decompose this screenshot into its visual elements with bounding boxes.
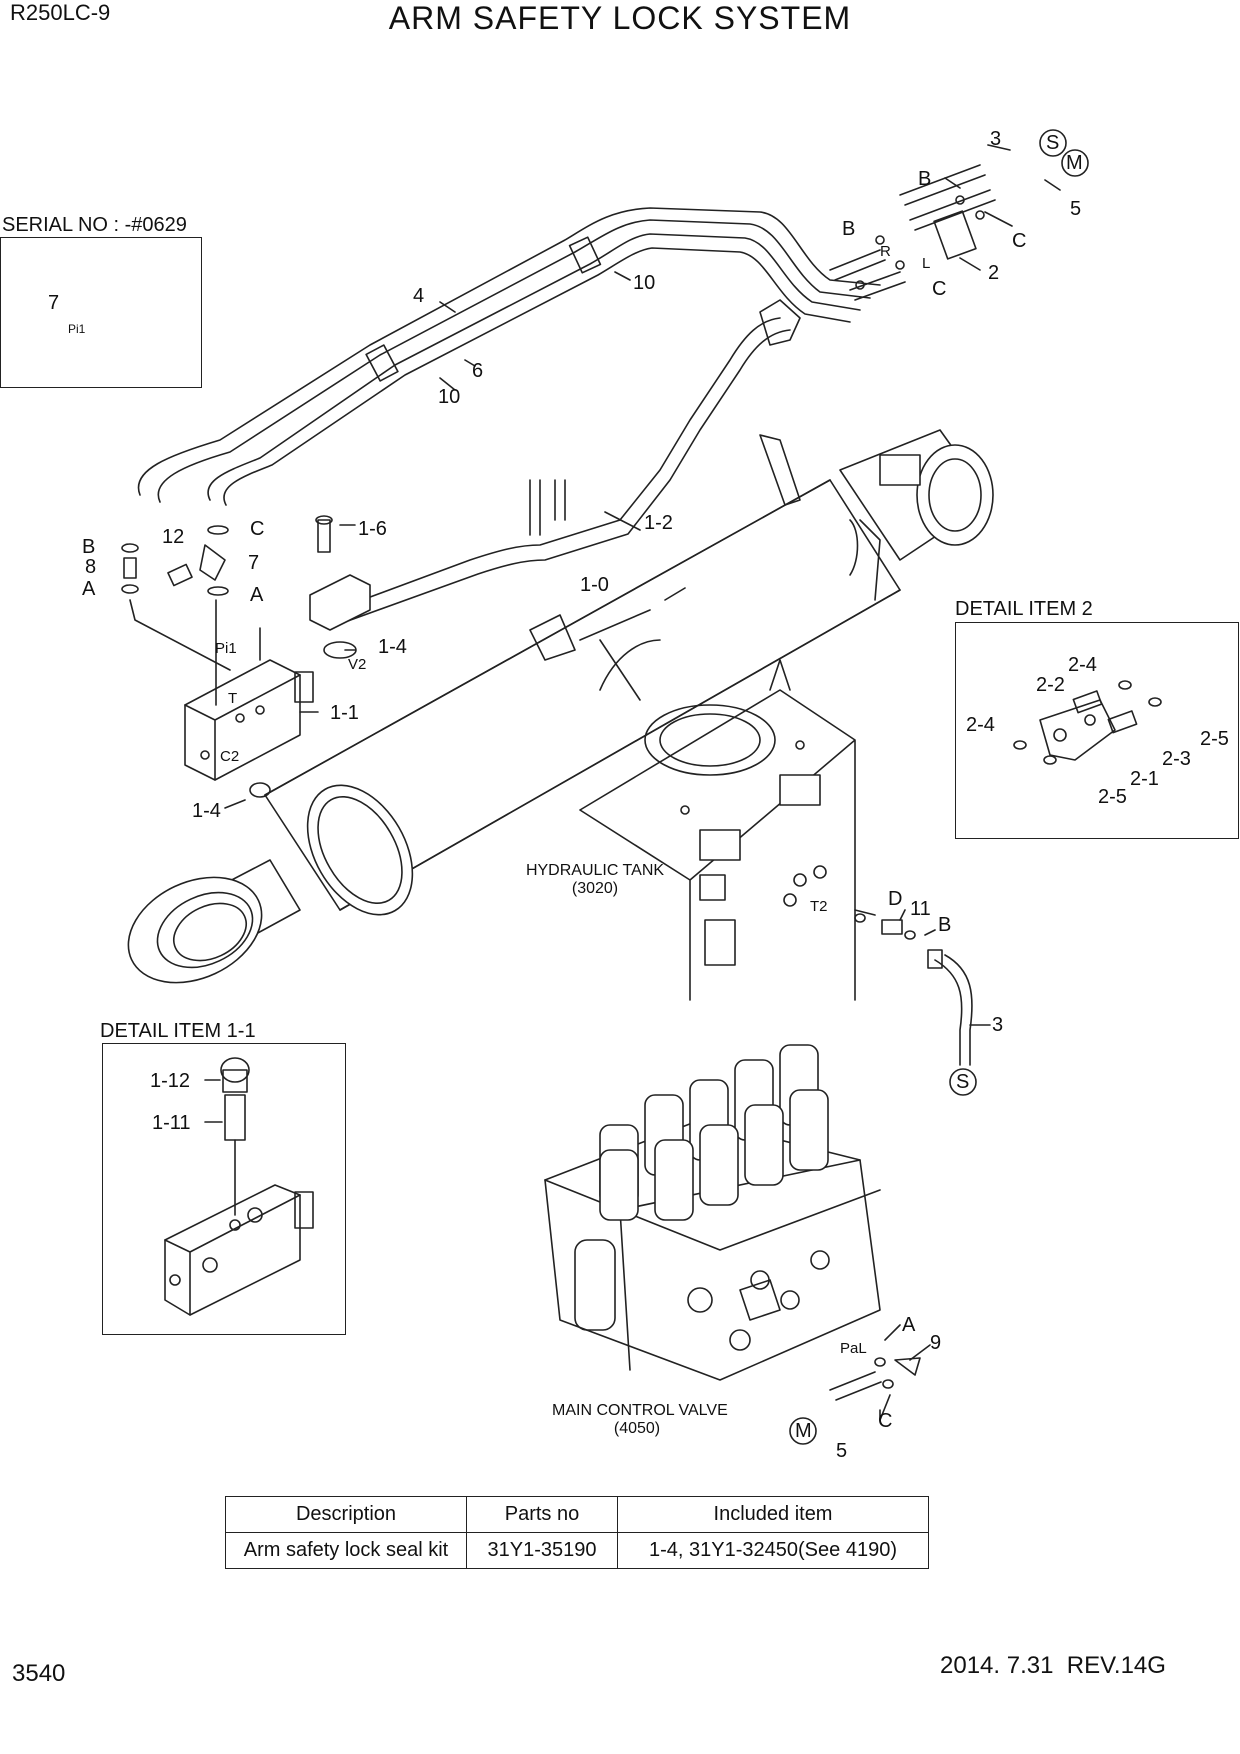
detail-2-callout-1: 2-4	[1068, 654, 1097, 676]
model-label: R250LC-9	[10, 0, 111, 25]
callout-a-left: A	[82, 578, 96, 600]
hydraulic-tank-name: HYDRAULIC TANK	[525, 862, 665, 879]
port-t2: T2	[810, 898, 828, 915]
callout-b-right: B	[938, 914, 952, 936]
detail-2-callout-3: 2-4	[966, 714, 995, 736]
detail-2-callout-5: 2-3	[1162, 748, 1191, 770]
callout-b-top1: B	[918, 168, 932, 190]
callout-s-top: S	[1046, 132, 1060, 154]
parts-table-header: Description Parts no Included item	[225, 1496, 929, 1533]
callout-3-top: 3	[990, 128, 1002, 150]
callout-10-b: 10	[438, 386, 461, 408]
callout-1-2: 1-2	[644, 512, 673, 534]
callout-c-bottom: C	[878, 1410, 893, 1432]
detail-2-frame	[955, 622, 1239, 839]
port-l: L	[922, 255, 931, 272]
callout-7: 7	[248, 552, 260, 574]
callout-c-top2: C	[932, 278, 947, 300]
callout-3-right: 3	[992, 1014, 1004, 1036]
port-v2: V2	[348, 656, 367, 673]
clamp-10-a	[365, 344, 399, 382]
parts-cell-included: 1-4, 31Y1-32450(See 4190)	[617, 1532, 929, 1569]
detail-2-drawing	[1013, 680, 1162, 765]
callout-9: 9	[930, 1332, 942, 1354]
date-revision: 2014. 7.31 REV.14G	[940, 1652, 1166, 1679]
mcv-ref: (4050)	[613, 1420, 661, 1437]
callout-c-top1: C	[1012, 230, 1027, 252]
detail-1-1-callout-1: 1-12	[150, 1070, 191, 1092]
callout-1-0: 1-0	[580, 574, 609, 596]
table-row: Arm safety lock seal kit 31Y1-35190 1-4,…	[225, 1532, 929, 1569]
circle-m-top	[1061, 149, 1089, 177]
page-title: ARM SAFETY LOCK SYSTEM	[388, 0, 852, 36]
callout-b-top2: B	[842, 218, 856, 240]
callout-1-1: 1-1	[330, 702, 359, 724]
callout-8: 8	[85, 556, 97, 578]
serial-box-port: Pi1	[68, 322, 86, 336]
callout-a-bottom: A	[902, 1314, 916, 1336]
hydraulic-tank-label: HYDRAULIC TANK (3020)	[520, 862, 670, 898]
callout-c-left: C	[250, 518, 265, 540]
callout-1-6: 1-6	[358, 518, 387, 540]
page-number: 3540	[12, 1660, 66, 1687]
port-c2: C2	[220, 748, 240, 765]
hydraulic-tank-ref: (3020)	[571, 880, 619, 897]
main-control-valve	[544, 1044, 881, 1381]
detail-2-title: DETAIL ITEM 2	[955, 598, 1093, 620]
port-t: T	[228, 690, 238, 707]
callout-b-left: B	[82, 536, 96, 558]
detail-1-1-callout-2: 1-11	[152, 1112, 191, 1134]
arm-cylinder	[127, 429, 994, 984]
circle-m-bottom	[789, 1417, 817, 1445]
callout-6: 6	[472, 360, 484, 382]
parts-header-parts-no: Parts no	[466, 1496, 618, 1533]
circle-s-right	[949, 1068, 977, 1096]
mcv-label: MAIN CONTROL VALVE (4050)	[552, 1402, 728, 1438]
callout-11: 11	[910, 898, 931, 920]
callout-1-4-b: 1-4	[192, 800, 221, 822]
parts-table: Description Parts no Included item Arm s…	[225, 1496, 929, 1569]
pipe-1-2	[334, 317, 781, 611]
detail-1-1-drawing	[164, 1057, 314, 1316]
mcv-name: MAIN CONTROL VALVE	[552, 1402, 728, 1419]
port-pi1: Pi1	[215, 640, 237, 657]
callout-1-4-a: 1-4	[378, 636, 407, 658]
serial-box-frame	[0, 237, 202, 388]
callout-5-bottom: 5	[836, 1440, 848, 1462]
detail-2-callout-4: 2-5	[1200, 728, 1229, 750]
port-pal: PaL	[840, 1340, 867, 1357]
detail-2-callout-6: 2-1	[1130, 768, 1159, 790]
hose-pipes	[137, 207, 881, 506]
callout-4: 4	[413, 285, 425, 307]
serial-box-title: SERIAL NO : -#0629	[2, 214, 187, 236]
callout-a-left2: A	[250, 584, 264, 606]
valve-block-1-1	[129, 599, 314, 781]
callout-m-bottom: M	[795, 1420, 812, 1442]
callout-d: D	[888, 888, 903, 910]
mcv-spools	[599, 1044, 829, 1221]
detail-1-1-title: DETAIL ITEM 1-1	[100, 1020, 256, 1042]
detail-2-callout-2: 2-2	[1036, 674, 1065, 696]
port-r: R	[880, 243, 891, 260]
parts-header-description: Description	[225, 1496, 467, 1533]
circle-s-top	[1039, 129, 1067, 157]
parts-cell-description: Arm safety lock seal kit	[225, 1532, 467, 1569]
detail-2-callout-7: 2-5	[1098, 786, 1127, 808]
serial-box-callout-7: 7	[48, 292, 60, 314]
clamp-10-b	[568, 236, 602, 274]
callout-2: 2	[988, 262, 1000, 284]
callout-m-top: M	[1066, 152, 1083, 174]
hydraulic-tank	[579, 659, 856, 1001]
parts-header-included: Included item	[617, 1496, 929, 1533]
detail-1-1-frame	[102, 1043, 346, 1335]
callout-10-a: 10	[633, 272, 656, 294]
callout-12: 12	[162, 526, 185, 548]
callout-s-right: S	[956, 1071, 970, 1093]
callout-5-top: 5	[1070, 198, 1082, 220]
parts-cell-parts-no: 31Y1-35190	[466, 1532, 618, 1569]
